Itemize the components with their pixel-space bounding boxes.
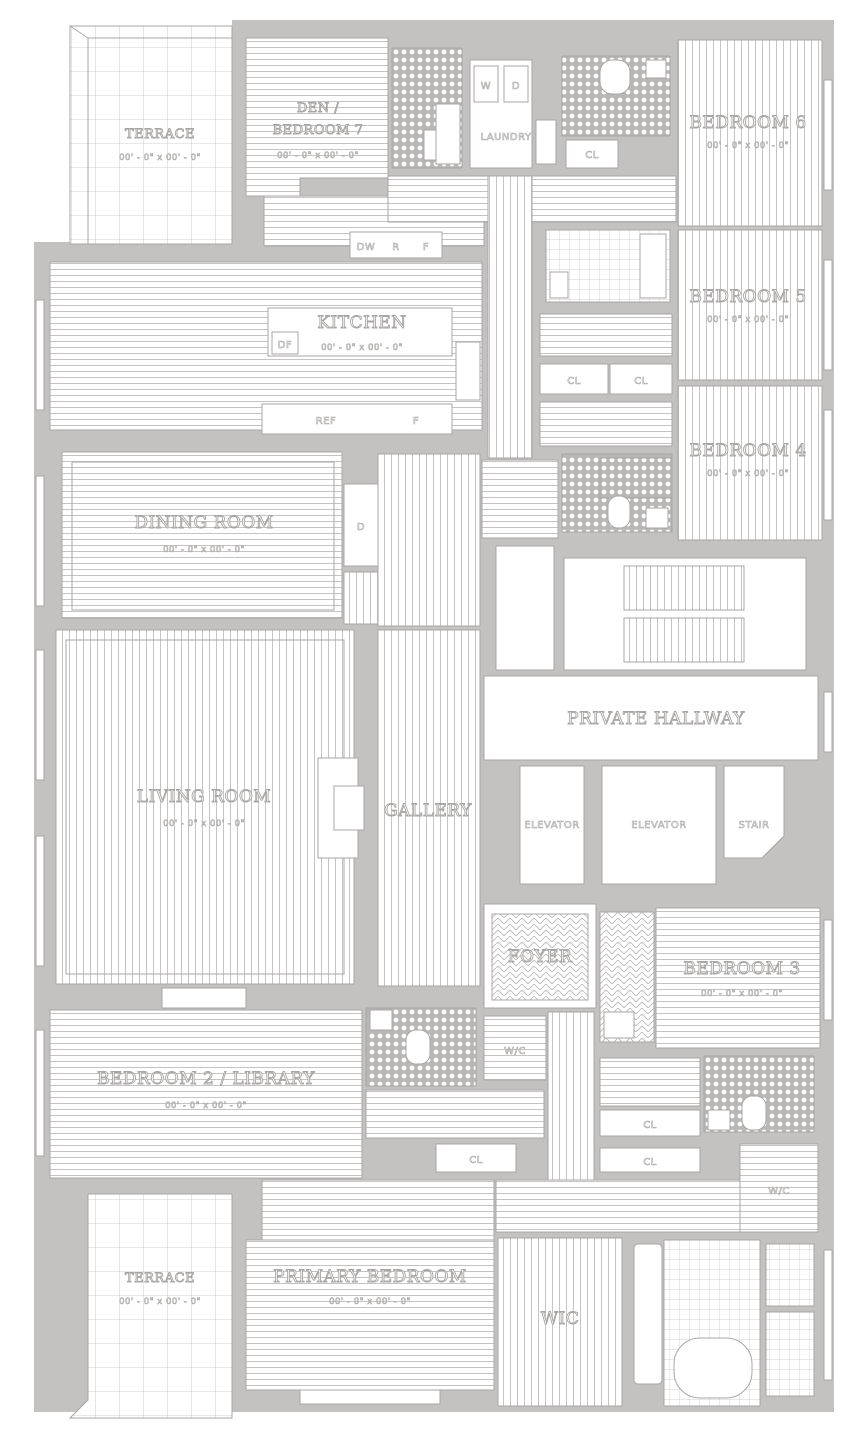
terrace-bot-label: TERRACE [125,1271,195,1286]
upper-hallway [387,175,677,459]
gallery-label: GALLERY [384,801,472,821]
private-hall-label: PRIVATE HALLWAY [567,709,745,729]
bedroom-lib-dim: 00' - 0" x 00' - 0" [165,1101,247,1111]
kitchen-ref: REF [316,416,337,427]
closet-b3-b: CL [643,1157,657,1168]
den-label-2: BEDROOM 7 [273,123,364,138]
bedroom-6-dim: 00' - 0" x 00' - 0" [707,141,789,151]
closet-bedroom-lib: CL [469,1155,483,1166]
kitchen: DW R F DF KITCHEN 00' - 0" x 00' - 0" RE… [49,231,483,435]
bedroom-5-label: BEDROOM 5 [689,287,806,307]
bedroom-3: BEDROOM 3 00' - 0" x 00' - 0" [655,907,821,1049]
bath-bedroom-5: CL CL [539,229,673,447]
bath-den [391,47,463,169]
bedroom-2-library: BEDROOM 2 / LIBRARY 00' - 0" x 00' - 0" … [49,1007,547,1179]
closet-b5-b: CL [634,376,648,387]
living-dim: 00' - 0" x 00' - 0" [163,819,245,829]
lower-corridor [495,1011,741,1233]
elevator-1-label: ELEVATOR [524,820,579,831]
private-hallway: PRIVATE HALLWAY [483,675,819,761]
foyer-label: FOYER [508,947,573,967]
bath-bedroom-6: CL [561,55,671,169]
wc-bath-3: W/C [768,1186,790,1197]
bedroom-lib-label: BEDROOM 2 / LIBRARY [97,1069,315,1089]
den-dim: 00' - 0" x 00' - 0" [277,151,359,161]
gallery: GALLERY [377,629,481,987]
kitchen-dim: 00' - 0" x 00' - 0" [321,343,403,353]
bedroom-5-dim: 00' - 0" x 00' - 0" [707,315,789,325]
terrace-bot-dim: 00' - 0" x 00' - 0" [119,1297,201,1307]
den-label-1: DEN / [297,101,339,116]
bedroom-4: BEDROOM 4 00' - 0" x 00' - 0" [677,385,823,541]
laundry-d: D [512,81,520,92]
elevator-2-label: ELEVATOR [631,820,686,831]
kitchen-dw: DW [357,242,376,253]
living-label: LIVING ROOM [137,787,271,807]
bath-bedroom-4 [481,453,673,539]
closet-b3-a: CL [643,1120,657,1131]
primary-wic: WIC [497,1237,623,1407]
bath-bedroom-3: CL CL W/C [599,1055,819,1233]
dining-label: DINING ROOM [134,513,273,533]
dining-wc: D [357,522,365,533]
bedroom-5: BEDROOM 5 00' - 0" x 00' - 0" [677,229,823,381]
foyer: FOYER [483,903,655,1043]
kitchen-f2: F [413,416,419,427]
laundry-label: LAUNDRY [480,132,531,143]
bedroom-3-label: BEDROOM 3 [683,959,800,979]
primary-wic-label: WIC [541,1309,580,1329]
closet-bath-6: CL [585,150,599,161]
terrace-bottom: TERRACE 00' - 0" x 00' - 0" [68,1193,233,1419]
primary-bath [633,1239,815,1407]
kitchen-f: F [423,242,429,253]
bedroom-4-label: BEDROOM 4 [689,441,806,461]
stair-label: STAIR [739,820,770,831]
primary-dim: 00' - 0" x 00' - 0" [329,1297,411,1307]
primary-bedroom: PRIMARY BEDROOM 00' - 0" x 00' - 0" [245,1179,495,1405]
terrace-top-label: TERRACE [125,127,195,142]
terrace-top-dim: 00' - 0" x 00' - 0" [119,153,201,163]
bedroom-4-dim: 00' - 0" x 00' - 0" [707,469,789,479]
closet-b5-a: CL [567,376,581,387]
windows [35,79,833,1381]
kitchen-df: DF [278,340,292,351]
bedroom-6-label: BEDROOM 6 [689,113,806,133]
bedroom-6: BEDROOM 6 00' - 0" x 00' - 0" [677,39,823,227]
dining-room: DINING ROOM 00' - 0" x 00' - 0" D [61,451,481,627]
wc-bedroom-lib: W/C [504,1046,526,1057]
kitchen-label: KITCHEN [317,313,406,333]
stairwell [495,545,807,671]
primary-label: PRIMARY BEDROOM [273,1267,467,1287]
laundry-w: W [481,81,491,92]
kitchen-r: R [392,242,399,253]
dining-dim: 00' - 0" x 00' - 0" [163,545,245,555]
elevators: ELEVATOR ELEVATOR STAIR [519,765,785,885]
terrace-top: TERRACE 00' - 0" x 00' - 0" [69,25,233,245]
bedroom-3-dim: 00' - 0" x 00' - 0" [701,989,783,999]
living-room: LIVING ROOM 00' - 0" x 00' - 0" [55,629,365,1009]
laundry: W D LAUNDRY [469,59,557,169]
